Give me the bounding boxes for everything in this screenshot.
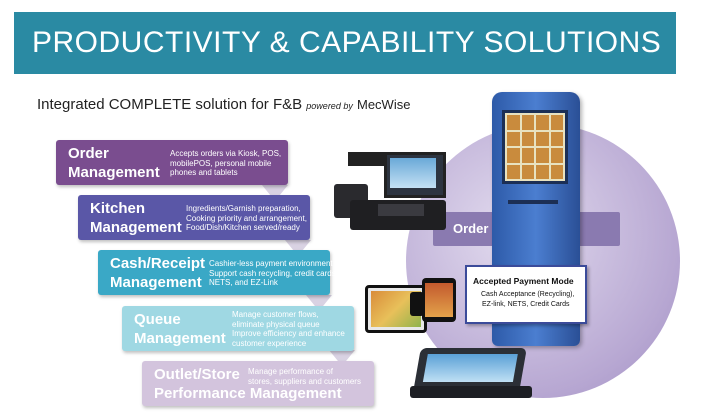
desc-line: Manage performance of: [248, 367, 333, 376]
touch-pos-base: [410, 386, 532, 398]
step-kitchen-management: Kitchen Management Ingredients/Garnish p…: [78, 195, 310, 240]
desc-line: Manage customer flows,: [232, 310, 319, 319]
kiosk-screen: [502, 110, 568, 184]
desc-line: mobilePOS, personal mobile: [170, 158, 272, 168]
step-order-management: Order Management Accepts orders via Kios…: [56, 140, 288, 185]
pos-terminal-display: [390, 158, 436, 188]
step-queue-management: Queue Management Manage customer flows, …: [122, 306, 354, 351]
desc-line: Support cash recycling, credit cards,: [209, 268, 338, 278]
customer-display-image: [348, 152, 384, 166]
step-title: Outlet/Store Performance Management: [142, 365, 342, 403]
step-title-line-2: Management: [110, 273, 202, 291]
step-title: Queue Management: [122, 310, 226, 348]
step-title-line-2: Management: [90, 218, 182, 236]
payment-mode-box: [465, 265, 587, 324]
payment-line-1: Cash Acceptance (Recycling),: [481, 291, 575, 298]
step-title: Order Management: [56, 144, 160, 182]
step-title-line-1: Cash/Receipt: [110, 254, 206, 272]
step-title: Kitchen Management: [78, 199, 182, 237]
desc-line: Food/Dish/Kitchen served/ready: [186, 223, 300, 232]
step-title-line-2: Performance Management: [154, 384, 342, 402]
powered-by-text: powered by: [306, 101, 353, 111]
step-title-line-2: Management: [134, 329, 226, 347]
step-title-line-2: Management: [68, 163, 160, 181]
step-title-line-1: Order: [68, 144, 109, 162]
title-banner: PRODUCTIVITY & CAPABILITY SOLUTIONS: [14, 12, 676, 74]
phone-image: [410, 292, 424, 316]
desc-line: stores, suppliers and customers: [248, 376, 361, 386]
desc-line: Accepts orders via Kiosk, POS,: [170, 149, 282, 158]
desc-line: eliminate physical queue: [232, 319, 320, 329]
step-cash-receipt-management: Cash/Receipt Management Cashier-less pay…: [98, 250, 338, 295]
desc-line: Ingredients/Garnish preparation,: [186, 204, 301, 213]
mobile-device-image: [422, 278, 456, 322]
payment-mode-title: Accepted Payment Mode: [473, 276, 574, 286]
subtitle-main: Integrated COMPLETE solution for F&B: [37, 96, 303, 113]
kiosk-card-slot: [508, 200, 558, 204]
step-description: Cashier-less payment environment Support…: [209, 259, 338, 288]
step-description: Ingredients/Garnish preparation, Cooking…: [186, 204, 307, 233]
desc-line: phones and tablets: [170, 168, 238, 177]
step-title: Cash/Receipt Management: [98, 254, 205, 292]
desc-line: Improve efficiency and enhance: [232, 329, 345, 338]
step-description: Manage customer flows, eliminate physica…: [232, 310, 345, 348]
step-title-line-1: Kitchen: [90, 199, 146, 217]
desc-line: NETS, and EZ-Link: [209, 278, 278, 287]
step-description: Manage performance of stores, suppliers …: [248, 367, 361, 386]
desc-line: Cashier-less payment environment: [209, 259, 333, 268]
brand-name: MecWise: [357, 97, 411, 112]
pos-keyboard: [378, 204, 424, 216]
step-outlet-store-performance-management: Outlet/Store Performance Management Mana…: [142, 361, 374, 406]
step-title-line-1: Queue: [134, 310, 181, 328]
payment-line-2: EZ-link, NETS, Credit Cards: [482, 301, 570, 308]
step-description: Accepts orders via Kiosk, POS, mobilePOS…: [170, 149, 281, 178]
step-title-line-1: Outlet/Store: [154, 365, 240, 383]
desc-line: customer experience: [232, 338, 307, 348]
desc-line: Cooking priority and arrangement,: [186, 213, 307, 223]
subtitle: Integrated COMPLETE solution for F&B pow…: [37, 96, 410, 113]
banner-title: PRODUCTIVITY & CAPABILITY SOLUTIONS: [32, 26, 662, 59]
